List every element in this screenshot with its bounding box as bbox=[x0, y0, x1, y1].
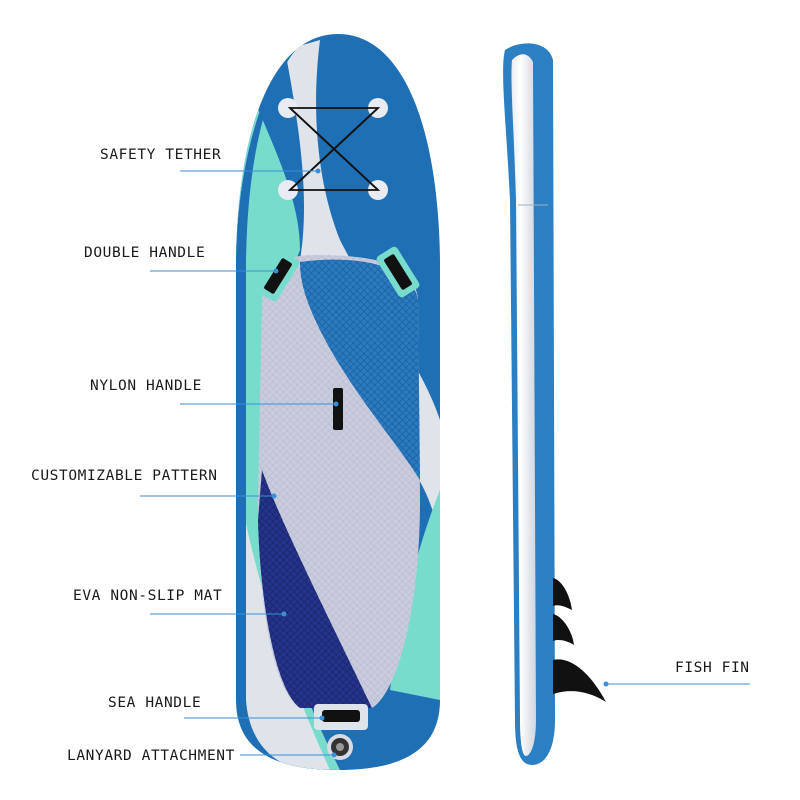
label-double-handle: DOUBLE HANDLE bbox=[84, 245, 206, 261]
fish-fins bbox=[553, 578, 606, 702]
label-nylon-handle: NYLON HANDLE bbox=[90, 378, 202, 394]
label-sea-handle: SEA HANDLE bbox=[108, 695, 202, 711]
double-handles bbox=[256, 246, 420, 302]
safety-tether-bungee bbox=[278, 98, 388, 200]
eva-deck-pad bbox=[258, 255, 420, 708]
label-eva-mat: EVA NON-SLIP MAT bbox=[73, 588, 223, 604]
label-lanyard-attachment: LANYARD ATTACHMENT bbox=[67, 748, 235, 764]
leader-lines bbox=[140, 170, 750, 756]
nylon-handle bbox=[333, 388, 343, 430]
sea-handle bbox=[314, 704, 368, 730]
lanyard-valve bbox=[327, 734, 353, 760]
board-top-view bbox=[236, 34, 440, 770]
label-fish-fin: FISH FIN bbox=[675, 660, 750, 676]
label-customizable-pattern: CUSTOMIZABLE PATTERN bbox=[31, 468, 218, 484]
label-safety-tether: SAFETY TETHER bbox=[100, 147, 222, 163]
board-side-view bbox=[503, 43, 606, 765]
leader-dots bbox=[271, 168, 609, 758]
